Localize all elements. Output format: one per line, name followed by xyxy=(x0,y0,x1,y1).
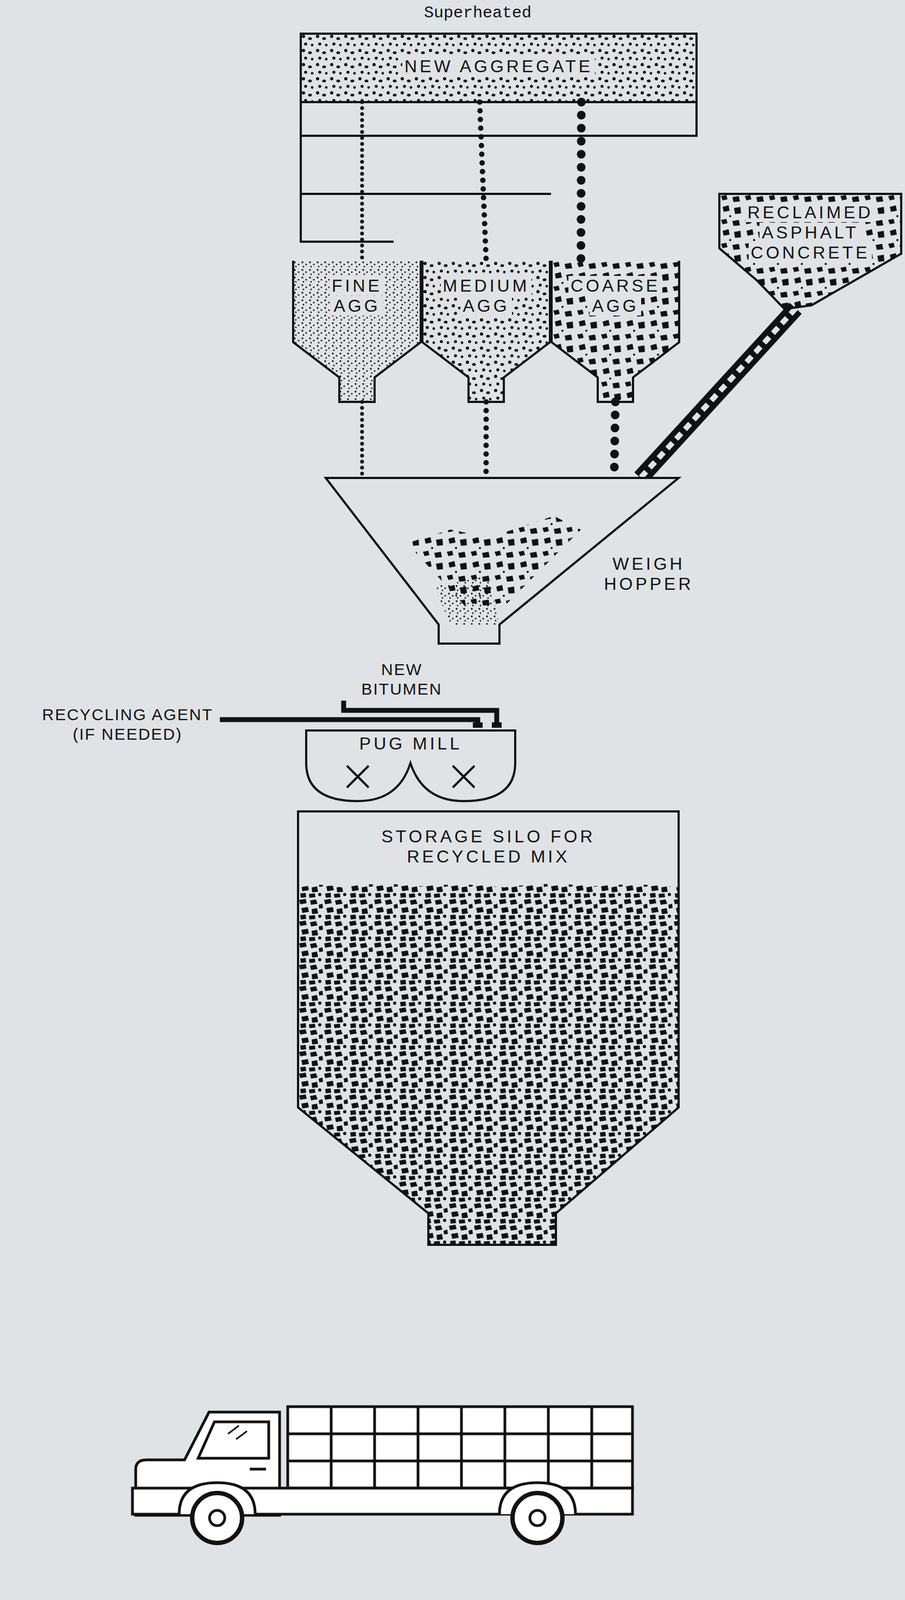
node-label: WEIGH HOPPER xyxy=(599,553,698,594)
bin-baffles xyxy=(300,102,697,242)
material-stream xyxy=(614,401,616,478)
material-stream xyxy=(485,401,487,478)
plain-label: NEW BITUMEN xyxy=(342,659,462,699)
equipment-node: RECLAIMED ASPHALT CONCRETE xyxy=(719,193,902,311)
bitumen-pipes xyxy=(219,700,502,728)
stream-line xyxy=(614,401,616,478)
stream-line xyxy=(479,102,487,261)
plain-label: Superheated xyxy=(380,3,576,23)
equipment-node: PUG MILL xyxy=(306,730,516,801)
equipment-node: STORAGE SILO FOR RECYCLED MIX xyxy=(298,811,679,1245)
plain-label: RECYCLING AGENT (IF NEEDED) xyxy=(38,704,218,744)
material-stream xyxy=(479,102,487,261)
material-stream xyxy=(361,102,363,261)
node-label: RECLAIMED ASPHALT CONCRETE xyxy=(739,202,882,263)
stream-line xyxy=(576,102,586,261)
material-stream xyxy=(361,401,363,478)
node-outline xyxy=(298,811,679,1245)
equipment-node: COARSE AGG xyxy=(551,260,680,402)
node-label: MEDIUM AGG xyxy=(437,275,536,316)
node-label: NEW AGGREGATE xyxy=(325,56,673,77)
equipment-node: NEW AGGREGATE xyxy=(300,33,697,103)
equipment-node: WEIGH HOPPER xyxy=(325,477,701,647)
stream-line xyxy=(483,401,489,478)
node-label: FINE AGG xyxy=(324,275,390,316)
node-label: COARSE AGG xyxy=(565,275,666,316)
stream-line xyxy=(359,102,364,261)
node-label: PUG MILL xyxy=(329,733,493,754)
material-stream xyxy=(580,102,582,261)
node-label: STORAGE SILO FOR RECYCLED MIX xyxy=(371,826,606,867)
stream-line xyxy=(359,401,364,478)
truck xyxy=(132,1406,633,1543)
equipment-node: FINE AGG xyxy=(293,260,421,402)
equipment-node: MEDIUM AGG xyxy=(422,260,550,402)
